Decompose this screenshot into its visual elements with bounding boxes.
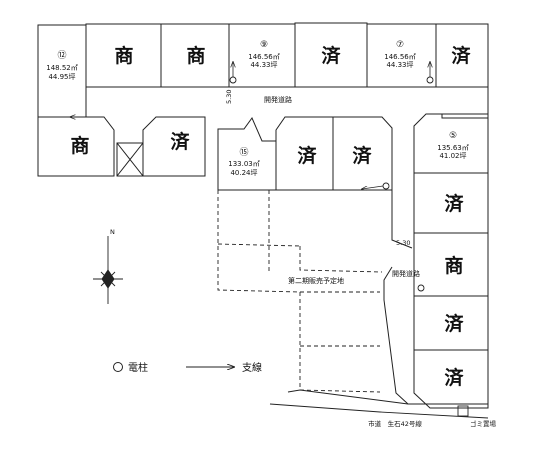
legend-pole-icon [113,362,123,372]
lot-15-number: ⑮ [239,147,248,158]
lot-15-area-m2: 133.03㎡ [228,160,260,168]
lot-15-area-tsubo: 40.24坪 [230,169,257,177]
dev-road-right-label: 開発道路 [392,269,420,278]
lot-zumi-right-3-label: 済 [444,366,464,389]
lot-shou-3-label: 商 [70,134,89,157]
guy-wire-icon [362,185,384,189]
lot-zumi-center-2-label: 済 [352,144,372,167]
lot-shou-2-label: 商 [186,44,205,67]
lot-zumi-center-1[interactable] [275,116,334,191]
garbage-box-cross [116,142,144,177]
pole-icon [229,76,237,84]
compass-north-label: N [110,228,115,236]
lot-shou-right-label: 商 [444,254,463,277]
lot-zumi-mid-left-label: 済 [170,130,190,153]
lot-zumi-right-3[interactable] [413,349,489,409]
lot-9-area-m2: 146.56㎡ [248,53,280,61]
lot-shou-3[interactable] [37,116,115,177]
lot-12-area-m2: 148.52㎡ [46,64,78,72]
lot-7-area-tsubo: 44.33坪 [386,61,413,69]
lot-zumi-top-1-label: 済 [321,44,341,67]
lot-5-number: ⑤ [449,131,457,141]
lot-zumi-right-2-label: 済 [444,312,464,335]
city-road-label: 市道 生石42号線 [368,419,422,428]
dev-road-top-label: 開発道路 [264,95,292,104]
lot-9-number: ⑨ [260,40,268,50]
lot-zumi-top-2[interactable] [435,23,489,88]
lot-shou-1-label: 商 [114,44,133,67]
lot-12-area-tsubo: 44.95坪 [48,73,75,81]
lot-zumi-right-1-label: 済 [444,192,464,215]
pole-icon [426,76,434,84]
garbage-label: ゴミ置場 [470,419,497,428]
guy-wires [70,62,430,189]
lot-7-number: ⑦ [396,40,404,50]
legend-guy-label: 支線 [242,361,262,374]
road-width-right: 5.30 [396,239,410,247]
lot-zumi-center-2[interactable] [332,116,393,191]
utility-poles [229,76,434,292]
lot-12-number: ⑫ [57,50,66,61]
phase2-label: 第二期販売予定地 [288,276,344,285]
lot-9-area-tsubo: 44.33坪 [250,61,277,69]
dev-road-right-outline [383,190,413,405]
lot-5-area-m2: 135.63㎡ [437,144,469,152]
lot-zumi-center-1-label: 済 [297,144,317,167]
north-arrow-icon [93,236,123,304]
lot-zumi-top-2-label: 済 [451,44,471,67]
city-road [269,389,489,419]
legend-pole-label: 電柱 [128,361,148,374]
pole-icon [382,182,390,190]
dev-road-top-outline [85,87,489,119]
lot-zumi-mid-left[interactable] [142,116,206,177]
phase2-area [217,190,383,393]
pole-icon [417,284,425,292]
lot-5-area-tsubo: 41.02坪 [439,152,466,160]
lot-7-area-m2: 146.56㎡ [384,53,416,61]
road-width-top: 5.30 [225,90,233,104]
